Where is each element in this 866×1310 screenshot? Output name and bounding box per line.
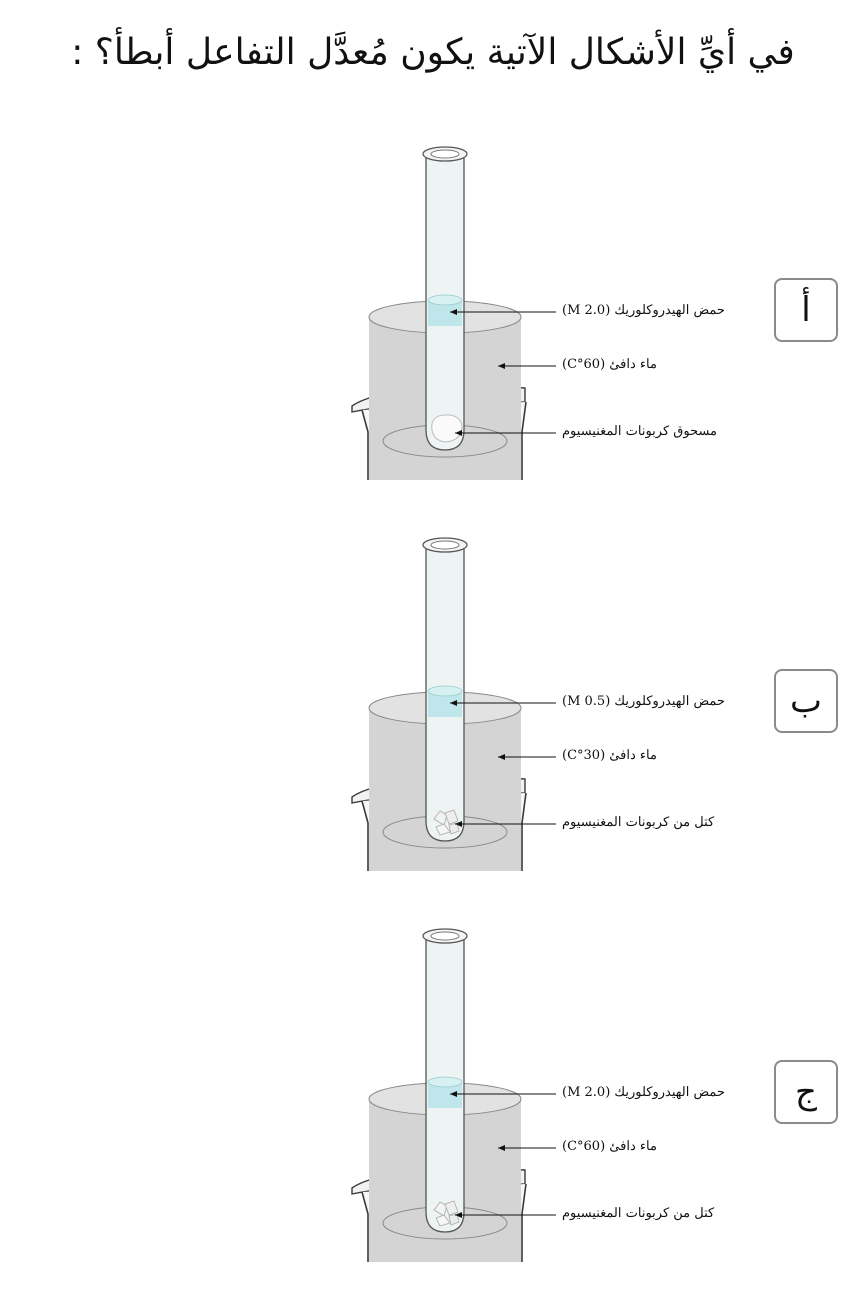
question-text: في أيِّ الأشكال الآتية يكون مُعدَّل التف… xyxy=(71,32,795,73)
acid-label: حمض الهيدروكلوريك (2.0 M) xyxy=(562,303,725,318)
magnesium-carbonate-lumps xyxy=(433,809,460,836)
water-label: ماء دافئ (60°C) xyxy=(562,357,657,372)
beaker-diagram xyxy=(351,146,556,480)
option-c-panel: حمض الهيدروكلوريك (2.0 M) ماء دافئ (60°C… xyxy=(0,922,866,1302)
acid-label: حمض الهيدروكلوريك (2.0 M) xyxy=(562,1085,725,1100)
beaker-diagram xyxy=(351,928,556,1262)
water-label: ماء دافئ (30°C) xyxy=(562,748,657,763)
solid-label: مسحوق كربونات المغنيسيوم xyxy=(562,424,718,439)
beaker-diagram xyxy=(351,537,556,871)
option-a-panel: حمض الهيدروكلوريك (2.0 M) ماء دافئ (60°C… xyxy=(0,140,866,520)
water-label: ماء دافئ (60°C) xyxy=(562,1139,657,1154)
solid-label: كتل من كربونات المغنيسيوم xyxy=(562,815,715,830)
option-c-button[interactable]: ج xyxy=(774,1060,838,1124)
magnesium-carbonate-powder xyxy=(431,414,463,443)
option-b-button[interactable]: ب xyxy=(774,669,838,733)
magnesium-carbonate-lumps xyxy=(433,1200,460,1227)
acid-label: حمض الهيدروكلوريك (0.5 M) xyxy=(562,694,725,709)
solid-label: كتل من كربونات المغنيسيوم xyxy=(562,1206,715,1221)
option-a-button[interactable]: أ xyxy=(774,278,838,342)
option-b-panel: حمض الهيدروكلوريك (0.5 M) ماء دافئ (30°C… xyxy=(0,531,866,911)
